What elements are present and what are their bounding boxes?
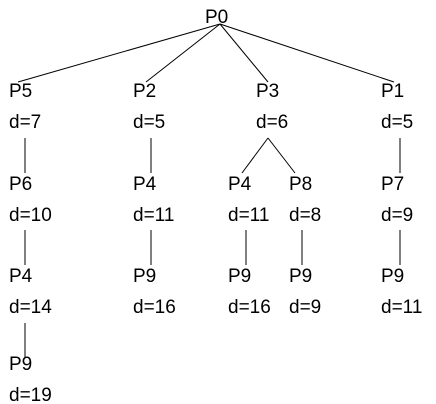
node-distance: d=9 (289, 297, 321, 318)
tree-node: P4 d=14 (9, 266, 52, 318)
node-distance: d=11 (133, 205, 174, 226)
edge-n0-n2 (145, 23, 221, 83)
node-distance: d=11 (228, 205, 269, 226)
node-label: P1 (381, 81, 404, 102)
node-label: P9 (381, 266, 404, 287)
node-distance: d=11 (381, 297, 422, 318)
tree-node: P9d=9 (289, 266, 321, 318)
tree-node: P5d=7 (9, 81, 41, 133)
edge-n3-n10 (241, 137, 269, 174)
node-distance: d=6 (256, 112, 288, 133)
node-label: P3 (256, 81, 279, 102)
tree-node: P1d=5 (381, 81, 413, 133)
edge-n0-n4 (219, 23, 395, 83)
node-distance: d=14 (9, 297, 52, 318)
tree-node: P9 d=11 (381, 266, 422, 318)
tree-node: P4 d=11 (133, 174, 174, 226)
tree-node: P7d=9 (381, 174, 413, 226)
node-label: P9 (289, 266, 312, 287)
node-label: P8 (289, 174, 312, 195)
node-distance: d=16 (133, 297, 176, 318)
node-label: P2 (133, 81, 156, 102)
tree-edges (17, 23, 401, 357)
node-distance: d=7 (9, 112, 41, 133)
node-label: P5 (9, 81, 32, 102)
node-label: P7 (381, 174, 404, 195)
tree-node: P6 d=10 (9, 174, 52, 226)
node-distance: d=5 (133, 112, 165, 133)
node-distance: d=8 (289, 205, 321, 226)
tree-node: P3d=6 (256, 81, 288, 133)
tree-node: P0 (205, 7, 228, 28)
node-label: P4 (9, 266, 33, 287)
node-label: P9 (133, 266, 156, 287)
tree-node: P9 d=19 (9, 354, 52, 404)
node-label: P9 (9, 354, 32, 375)
node-label: P4 (133, 174, 157, 195)
edge-n3-n11 (267, 137, 296, 174)
node-label: P0 (205, 7, 228, 28)
tree-nodes: P0P5d=7P2d=5P3d=6P1d=5P6d=10P4d=14P9d=19… (9, 7, 422, 404)
tree-node: P8d=8 (289, 174, 321, 226)
edge-n0-n1 (17, 23, 221, 83)
node-distance: d=5 (381, 112, 413, 133)
tree-node: P4 d=11 (228, 174, 269, 226)
node-distance: d=10 (9, 205, 52, 226)
tree-node: P9 d=16 (133, 266, 176, 318)
tree-node: P9 d=16 (228, 266, 271, 318)
node-label: P4 (228, 174, 252, 195)
node-distance: d=9 (381, 205, 413, 226)
node-distance: d=16 (228, 297, 271, 318)
edge-n0-n3 (219, 23, 269, 83)
node-label: P6 (9, 174, 32, 195)
tree-node: P2d=5 (133, 81, 165, 133)
node-distance: d=19 (9, 385, 52, 404)
node-label: P9 (228, 266, 251, 287)
